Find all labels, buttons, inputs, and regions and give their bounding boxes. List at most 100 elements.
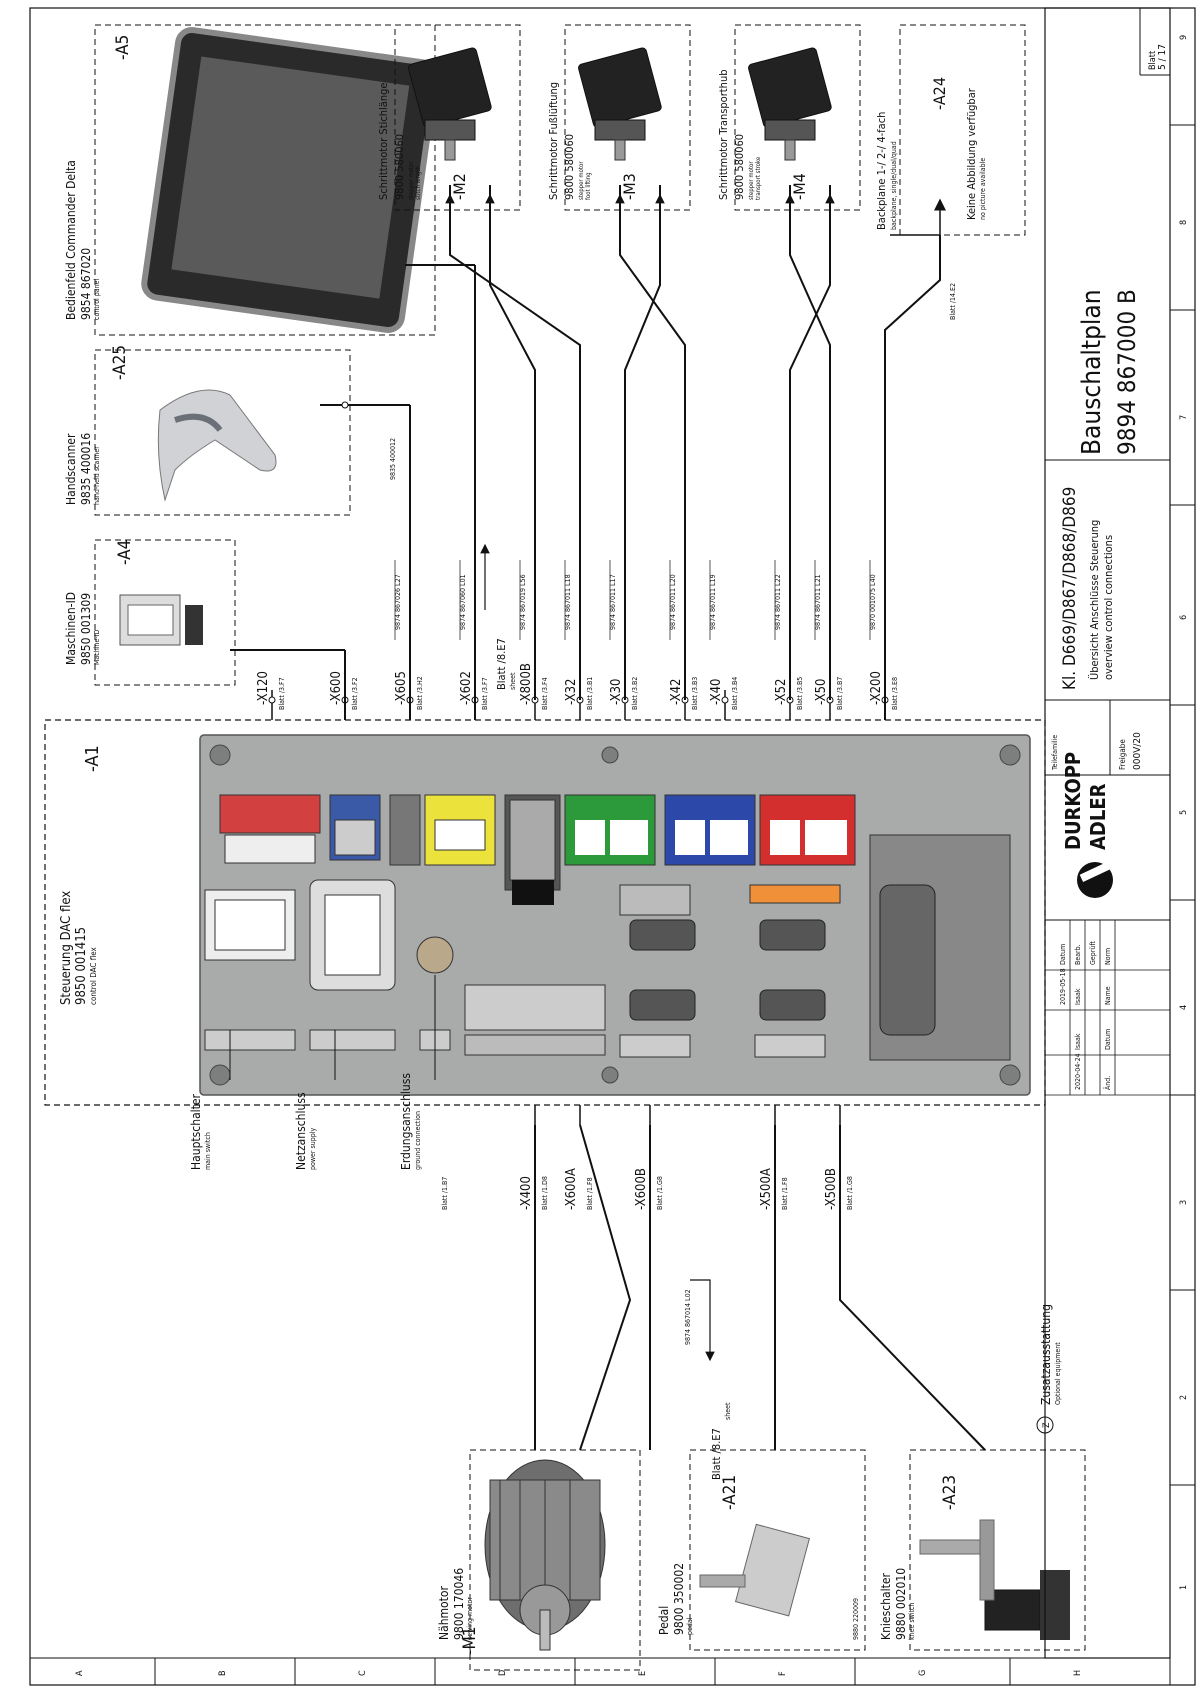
svg-text:-M1: -M1 [460,1627,480,1655]
svg-text:2019-05-18: 2019-05-18 [1059,968,1067,1005]
svg-text:Blatt /1.B7: Blatt /1.B7 [441,1177,449,1210]
svg-text:-X400: -X400 [519,1176,534,1210]
grid-col-4: 4 [1179,1005,1189,1010]
svg-text:-X605: -X605 [394,671,409,705]
svg-text:hand-held scanner: hand-held scanner [93,446,101,505]
controller-a1: -A1 Steuerung DAC flex 9850 001415 contr… [44,719,1046,1106]
grid-col-3: 3 [1179,1200,1189,1205]
svg-text:Zusatzausstattung: Zusatzausstattung [1039,1304,1053,1405]
device-a5: -A5 Bedienfeld Commander Delta 9854 8670… [64,24,439,336]
svg-text:Datum: Datum [1059,944,1067,965]
title-block: Bauschaltplan 9894 867000 B Blatt 5 / 17… [1044,7,1171,1659]
svg-text:Machine-ID: Machine-ID [93,630,101,665]
svg-text:9880 002010: 9880 002010 [894,1568,908,1640]
svg-text:transport stroke: transport stroke [755,156,762,200]
svg-text:9800 580060: 9800 580060 [393,134,406,200]
svg-text:ground connection: ground connection [414,1111,422,1170]
svg-text:9874 867060 L01: 9874 867060 L01 [459,574,467,630]
svg-text:9850 001309: 9850 001309 [79,593,93,665]
svg-text:stepper motor: stepper motor [748,161,755,200]
svg-text:-X600: -X600 [329,671,344,705]
svg-text:-X600A: -X600A [564,1168,579,1210]
device-a23: -A23 Knieschalter 9880 002010 knee switc… [879,1449,1086,1651]
grid-row-D: D [498,1670,508,1676]
svg-text:9874 867014 L02: 9874 867014 L02 [684,1289,692,1345]
svg-text:-X120: -X120 [256,671,271,705]
svg-text:stepper motor: stepper motor [578,161,585,200]
svg-text:-X50: -X50 [814,679,829,705]
svg-text:ADLER: ADLER [1086,783,1110,850]
svg-text:9874 867026 L27: 9874 867026 L27 [394,574,402,630]
svg-text:9874 867011 L19: 9874 867011 L19 [709,574,717,630]
svg-text:Z: Z [1042,1422,1052,1428]
device-a4: -A4 Maschinen-ID 9850 001309 Machine-ID [64,539,236,686]
row-strip [29,1657,1171,1686]
svg-text:Hauptschalter: Hauptschalter [189,1093,203,1170]
svg-text:sheet: sheet [509,672,517,690]
svg-text:9894 867000 B: 9894 867000 B [1113,289,1141,455]
svg-text:Blatt /1.G8: Blatt /1.G8 [656,1176,664,1210]
svg-text:overview control connections: overview control connections [1102,535,1115,680]
svg-text:Blatt /3.B2: Blatt /3.B2 [631,677,639,710]
column-strip [1169,7,1196,1686]
svg-text:power supply: power supply [309,1128,317,1170]
svg-text:9800 170046: 9800 170046 [452,1568,466,1640]
grid-col-8: 8 [1179,220,1189,225]
svg-text:Blatt /3.H2: Blatt /3.H2 [416,676,424,710]
svg-text:knee switch: knee switch [908,1602,916,1640]
svg-text:sheet: sheet [724,1402,732,1420]
grid-row-G: G [918,1670,928,1676]
device-a24: -A24 Keine Abbildung verfügbar no pictur… [875,24,1026,236]
device-a21: -A21 Pedal 9800 350002 pedal 9880 220009 [657,1449,866,1651]
svg-text:pedal: pedal [686,1617,694,1635]
svg-text:Blatt /1.G8: Blatt /1.G8 [846,1176,854,1210]
svg-text:-A23: -A23 [940,1475,960,1510]
controller-sub: control DAC flex [89,946,98,1005]
svg-text:sewing motor: sewing motor [466,1597,474,1640]
grid-col-5: 5 [1179,810,1189,815]
svg-text:Blatt /3.F4: Blatt /3.F4 [541,677,549,710]
svg-text:9800 350002: 9800 350002 [672,1563,686,1635]
svg-text:stitch length: stitch length [415,166,422,200]
svg-text:Blatt /3.B3: Blatt /3.B3 [691,677,699,710]
svg-text:DURKOPP: DURKOPP [1061,752,1085,850]
svg-text:Blatt /1.D8: Blatt /1.D8 [541,1176,549,1210]
svg-text:9874 867011 L22: 9874 867011 L22 [774,574,782,630]
svg-text:Blatt /3.B5: Blatt /3.B5 [796,677,804,710]
svg-text:-A21: -A21 [720,1475,740,1510]
optional-note: Z Zusatzausstattung Optional equipment [1036,1304,1062,1434]
svg-text:Kl. D669/D867/D868/D869: Kl. D669/D867/D868/D869 [1060,487,1080,690]
connector-erd-ref: Blatt /1.B7 [441,1177,449,1210]
svg-text:9874 867011 L17: 9874 867011 L17 [609,574,617,630]
svg-text:Übersicht Anschlüsse Steuerung: Übersicht Anschlüsse Steuerung [1088,520,1101,680]
controller-tag: -A1 [82,745,103,772]
svg-text:Geprüft: Geprüft [1089,941,1097,965]
svg-text:2020-04-24: 2020-04-24 [1074,1053,1082,1090]
svg-text:Norm: Norm [1104,948,1112,965]
svg-text:main switch: main switch [204,1132,212,1170]
svg-text:Schrittmotor Fußlüftung: Schrittmotor Fußlüftung [547,82,560,200]
svg-text:9800 580060: 9800 580060 [733,134,746,200]
svg-text:Netzanschluss: Netzanschluss [294,1092,308,1170]
svg-text:-X600B: -X600B [634,1168,649,1210]
svg-text:9880 220009: 9880 220009 [852,1598,860,1640]
grid-row-F: F [778,1671,788,1676]
svg-text:9870 001075 L40: 9870 001075 L40 [869,574,877,630]
svg-text:-X40: -X40 [709,679,724,705]
grid-row-C: C [358,1670,368,1676]
svg-text:-X42: -X42 [669,679,684,705]
svg-text:Blatt /3.F7: Blatt /3.F7 [481,677,489,710]
svg-text:-X602: -X602 [459,671,474,705]
svg-text:control panel: control panel [93,278,101,320]
svg-text:Nähmotor: Nähmotor [437,1586,451,1640]
svg-text:Blatt /3.B1: Blatt /3.B1 [586,677,594,710]
